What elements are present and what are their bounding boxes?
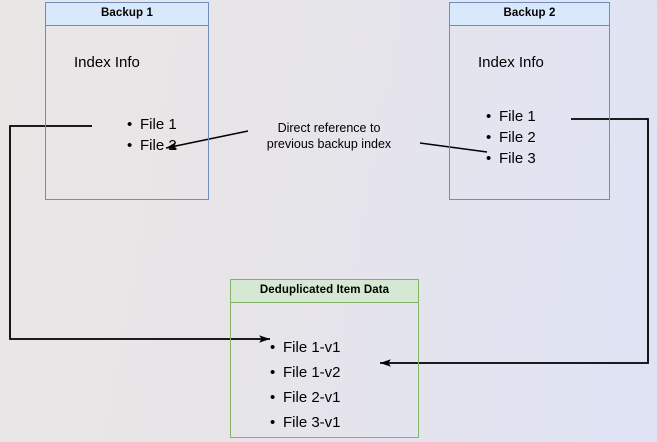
dedup-header: Deduplicated Item Data <box>231 280 418 303</box>
list-item[interactable]: File 2-v1 <box>270 385 340 410</box>
list-item[interactable]: File 1-v1 <box>270 335 340 360</box>
list-item[interactable]: File 2 <box>127 135 177 156</box>
backup-2-body: Index Info File 1 File 2 File 3 <box>450 26 609 199</box>
backup-1-subtitle: Index Info <box>74 54 140 71</box>
backup-2-subtitle: Index Info <box>478 54 544 71</box>
backup-1-body: Index Info File 1 File 2 <box>46 26 208 199</box>
dedup-file-list: File 1-v1 File 1-v2 File 2-v1 File 3-v1 <box>269 335 340 435</box>
list-item[interactable]: File 1-v2 <box>270 360 340 385</box>
edge-label-line-1: Direct reference to <box>277 121 381 135</box>
list-item[interactable]: File 2 <box>486 127 536 148</box>
backup-2-box[interactable]: Backup 2 Index Info File 1 File 2 File 3 <box>449 2 610 200</box>
list-item[interactable]: File 3 <box>486 148 536 169</box>
list-item[interactable]: File 1 <box>486 106 536 127</box>
list-item[interactable]: File 1 <box>127 114 177 135</box>
dedup-body: File 1-v1 File 1-v2 File 2-v1 File 3-v1 <box>231 303 418 437</box>
edge-label-line-2: previous backup index <box>266 137 392 151</box>
backup-2-header: Backup 2 <box>450 3 609 26</box>
backup-1-header: Backup 1 <box>46 3 208 26</box>
edge-label-direct-reference: Direct reference to previous backup inde… <box>249 120 409 152</box>
backup-1-file-list: File 1 File 2 <box>126 114 177 156</box>
backup-1-box[interactable]: Backup 1 Index Info File 1 File 2 <box>45 2 209 200</box>
backup-2-file-list: File 1 File 2 File 3 <box>485 106 536 169</box>
list-item[interactable]: File 3-v1 <box>270 410 340 435</box>
deduplicated-item-data-box[interactable]: Deduplicated Item Data File 1-v1 File 1-… <box>230 279 419 438</box>
